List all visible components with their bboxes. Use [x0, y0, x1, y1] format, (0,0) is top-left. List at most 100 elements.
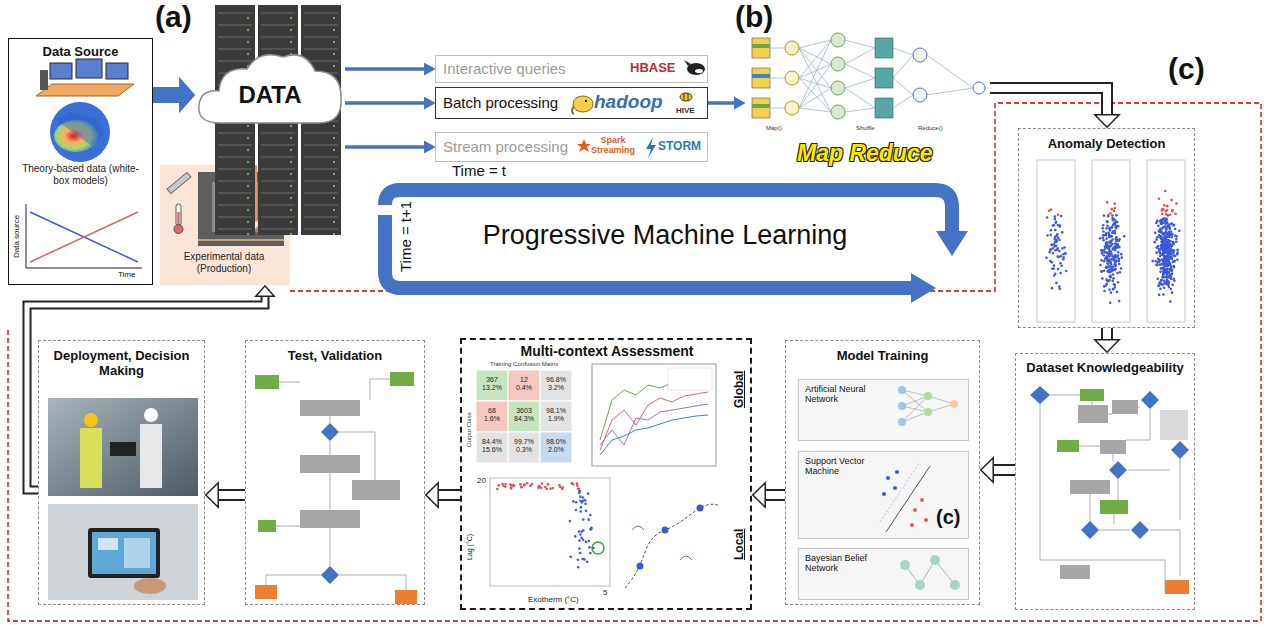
svm-icon	[886, 476, 890, 480]
scatter-dot	[584, 502, 587, 505]
scatter-dot	[1168, 255, 1171, 258]
scatter-dot	[1160, 231, 1163, 234]
scatter-dot	[1168, 286, 1171, 289]
trajectory-sketch	[625, 504, 718, 588]
scatter-dot	[1158, 198, 1161, 201]
scatter-dot	[1167, 241, 1170, 244]
flowchart-figure	[1141, 391, 1159, 409]
scatter-dot	[1062, 256, 1065, 259]
scatter-dot	[1155, 238, 1158, 241]
scatter-dot	[1111, 214, 1114, 217]
hbase-logo	[695, 69, 703, 73]
flow-arrow	[708, 103, 734, 104]
scatter-dot	[1106, 221, 1109, 224]
scatter-dot	[1058, 288, 1061, 291]
scatter-dot	[1046, 216, 1049, 219]
scatter-dot	[1053, 243, 1056, 246]
confusion-matrix	[476, 401, 508, 432]
scatter-dot	[501, 483, 504, 486]
simulation-image	[56, 112, 104, 146]
server-rack	[261, 36, 295, 38]
stage-title: Anomaly Detection	[1023, 137, 1190, 152]
mapreduce-diagram	[752, 74, 770, 78]
server-led	[247, 233, 249, 235]
scatter-dot	[1104, 247, 1107, 250]
confusion-matrix	[476, 370, 508, 401]
scatter-dot	[569, 520, 572, 523]
mapreduce-diagram	[973, 82, 985, 94]
scatter-dot	[1051, 267, 1054, 270]
scatter-dot	[1156, 236, 1159, 239]
flow-arrow	[994, 470, 1015, 471]
scatter-dot	[523, 483, 526, 486]
trajectory-sketch	[680, 556, 692, 560]
scatter-dot	[1164, 281, 1167, 284]
flowchart-figure	[1078, 405, 1108, 423]
mapreduce-diagram	[875, 98, 893, 118]
flow-arrow-line	[345, 101, 424, 105]
flow-arrow-line	[994, 466, 1015, 474]
scatter-dot	[1170, 199, 1173, 202]
scatter-dot	[1107, 231, 1110, 234]
scatter-dot	[1163, 240, 1166, 243]
scatter-dot	[1113, 222, 1116, 225]
loop-arrow	[936, 231, 968, 256]
flowchart-figure	[300, 510, 360, 528]
scatter-dot	[1159, 270, 1162, 273]
server-led	[290, 29, 292, 31]
server-rack	[304, 48, 338, 50]
simulation-image	[50, 102, 110, 162]
server-rack	[218, 144, 252, 146]
matrix-cell: 84.4% 15.6%	[480, 438, 504, 454]
flowchart-figure	[1109, 461, 1127, 479]
scatter-dot	[578, 539, 581, 542]
mapreduce-diagram	[913, 48, 927, 62]
server-led	[333, 137, 335, 139]
scatter-dot	[1053, 224, 1056, 227]
scatter-dot	[1105, 255, 1108, 258]
trajectory-sketch	[662, 527, 669, 534]
scatter-dot	[588, 546, 591, 549]
trajectory-sketch	[632, 526, 644, 530]
scatter-dot	[1105, 227, 1108, 230]
scatter-dot	[1162, 226, 1165, 229]
scatter-dot	[1056, 233, 1059, 236]
trajectory-sketch	[697, 505, 704, 512]
flowchart-figure	[255, 375, 279, 389]
mapreduce-diagram	[831, 33, 845, 47]
matrix-cell: 98.1% 1.9%	[544, 407, 568, 423]
scatter-dot	[1108, 288, 1111, 291]
flowchart-figure	[1081, 521, 1099, 539]
flow-arrow-line	[153, 87, 179, 103]
scatter-dot	[1159, 235, 1162, 238]
bayes-net-icon	[950, 580, 960, 590]
flowchart-figure	[258, 520, 276, 532]
chart-title: Training Confusion Matrix	[490, 361, 558, 368]
scatter-dot	[1113, 283, 1116, 286]
scatter-dot	[1165, 220, 1168, 223]
model-box: Bayesian Belief Network	[798, 548, 969, 600]
server-led	[333, 233, 335, 235]
server-led	[290, 233, 292, 235]
server-rack	[261, 48, 295, 50]
server-led	[333, 173, 335, 175]
scatter-dot	[1115, 256, 1118, 259]
scatter-dot	[1153, 241, 1156, 244]
scatter-dot	[1175, 238, 1178, 241]
process-label: Interactive queries	[443, 60, 566, 77]
scatter-dot	[1115, 238, 1118, 241]
hadoop-logo	[572, 106, 574, 114]
bayes-net-icon	[930, 555, 940, 565]
scatter-dot	[579, 489, 582, 492]
scatter-dot	[526, 482, 529, 485]
model-panel	[797, 450, 968, 538]
server-rack	[218, 228, 252, 230]
scatter-dot	[1174, 213, 1177, 216]
stage-title: Model Training	[790, 349, 975, 364]
scatter-dot	[1050, 229, 1053, 232]
scatter-dot	[1165, 221, 1168, 224]
scatter-dot	[1053, 264, 1056, 267]
flowchart-figure	[1100, 440, 1126, 454]
scatter-dot	[1117, 251, 1120, 254]
server-led	[290, 209, 292, 211]
